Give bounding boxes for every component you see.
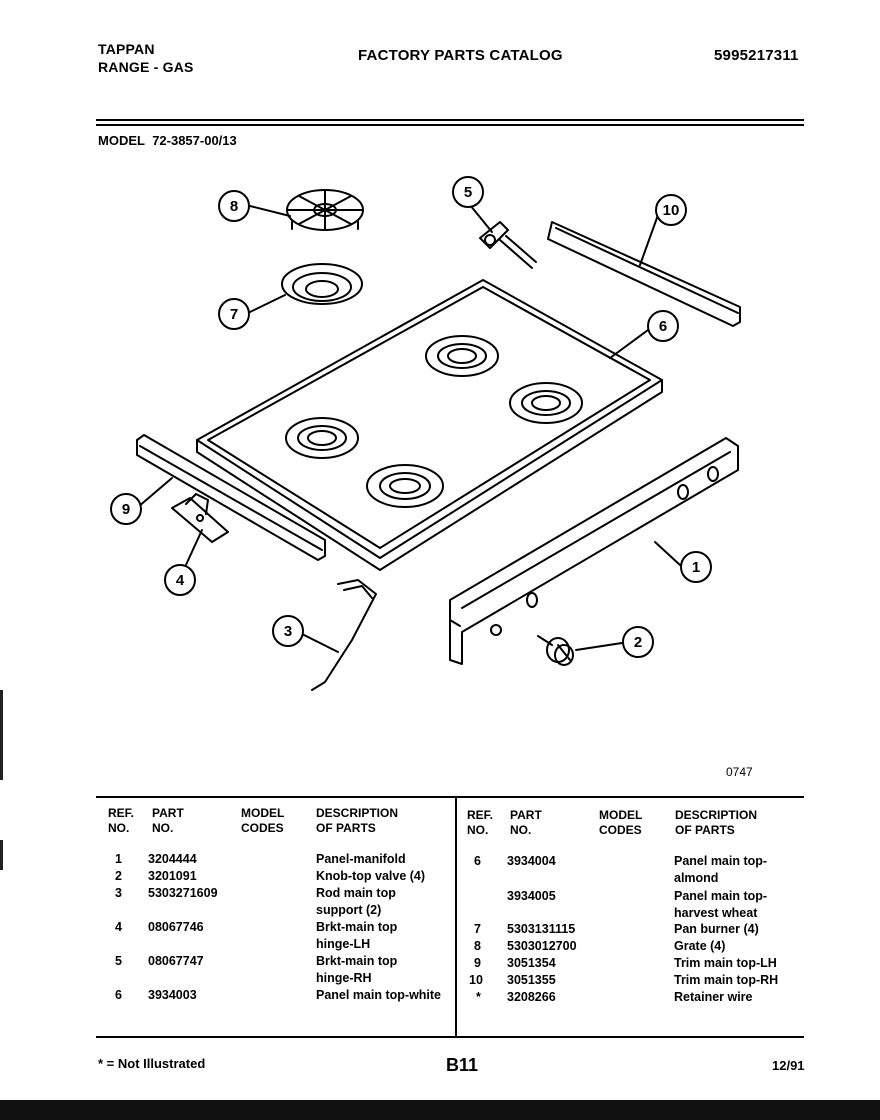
svg-text:4: 4 xyxy=(176,572,185,589)
rod-support-part xyxy=(311,579,377,691)
svg-text:3: 3 xyxy=(284,623,292,640)
product-type: RANGE - GAS xyxy=(98,59,194,75)
scan-edge-mark xyxy=(0,840,3,870)
ref-no: 7 xyxy=(474,922,481,936)
part-description: Panel main top-white xyxy=(316,988,442,1002)
ref-no: 9 xyxy=(474,956,481,970)
model-number: 72-3857-00/13 xyxy=(152,133,237,148)
callout-8: 8 xyxy=(218,190,250,222)
catalog-title: FACTORY PARTS CATALOG xyxy=(358,47,563,64)
ref-no: 2 xyxy=(115,869,122,883)
callout-6: 6 xyxy=(647,310,679,342)
callout-7: 7 xyxy=(218,298,250,330)
header-rule-bottom xyxy=(96,124,804,126)
part-description: Trim main top-LH xyxy=(674,956,777,970)
hinge-lh-part xyxy=(171,493,229,543)
page-number: B11 xyxy=(446,1055,479,1075)
svg-text:8: 8 xyxy=(230,198,238,215)
model-line: MODEL 72-3857-00/13 xyxy=(98,133,237,148)
knob-part xyxy=(537,635,574,666)
scan-bottom-band xyxy=(0,1100,880,1120)
svg-text:9: 9 xyxy=(122,501,130,518)
svg-text:7: 7 xyxy=(230,306,238,323)
table-center-divider xyxy=(455,797,457,1037)
brand-name: TAPPAN xyxy=(98,41,155,57)
table-bottom-rule xyxy=(96,1036,804,1038)
catalog-number: 5995217311 xyxy=(714,47,799,64)
part-no: 3934005 xyxy=(507,889,556,903)
callout-5: 5 xyxy=(452,176,484,208)
part-description: Trim main top-RH xyxy=(674,973,779,987)
callout-4: 4 xyxy=(164,564,196,596)
part-no: 3934004 xyxy=(507,854,556,868)
svg-text:1: 1 xyxy=(692,559,700,576)
svg-text:5: 5 xyxy=(464,184,472,201)
part-no: 3204444 xyxy=(148,852,197,866)
trim-lh-part xyxy=(136,434,326,561)
part-no: 3934003 xyxy=(148,988,197,1002)
trim-rh-part xyxy=(547,221,741,327)
main-top-panel-part xyxy=(196,279,663,571)
burner-pan-part xyxy=(281,263,363,305)
part-description: Grate (4) xyxy=(674,939,726,953)
part-description: Retainer wire xyxy=(674,990,753,1004)
ref-no: * xyxy=(476,990,481,1004)
svg-text:6: 6 xyxy=(659,318,667,335)
callout-10: 10 xyxy=(655,194,687,226)
part-description: Brkt-main top hinge-RH xyxy=(316,954,398,985)
grate-part xyxy=(286,189,364,231)
part-description: Brkt-main top hinge-LH xyxy=(316,920,398,951)
ref-no: 10 xyxy=(469,973,483,987)
ref-no: 8 xyxy=(474,939,481,953)
part-no: 5303271609 xyxy=(148,886,218,900)
header-rule-top xyxy=(96,119,804,121)
ref-no: 5 xyxy=(115,954,122,968)
ref-no: 6 xyxy=(474,854,481,868)
part-description: Panel main top-harvest wheat xyxy=(674,889,768,920)
part-description: Pan burner (4) xyxy=(674,922,759,936)
callout-2: 2 xyxy=(622,626,654,658)
hinge-rh-part xyxy=(479,221,537,269)
part-description: Rod main top support (2) xyxy=(316,886,396,917)
ref-no: 6 xyxy=(115,988,122,1002)
svg-text:10: 10 xyxy=(663,202,680,219)
callout-1: 1 xyxy=(680,551,712,583)
part-description: Panel-manifold xyxy=(316,852,406,866)
left-ref-header: REF.NO. xyxy=(108,806,135,835)
part-no: 3051354 xyxy=(507,956,556,970)
manifold-panel-part xyxy=(449,437,739,665)
part-no: 5303131115 xyxy=(507,922,576,936)
ref-no: 4 xyxy=(115,920,122,934)
ref-no: 3 xyxy=(115,886,122,900)
part-no: 3208266 xyxy=(507,990,556,1004)
callout-9: 9 xyxy=(110,493,142,525)
callout-3: 3 xyxy=(272,615,304,647)
part-description: Panel main top-almond xyxy=(674,854,768,885)
svg-text:2: 2 xyxy=(634,634,642,651)
scan-edge-mark xyxy=(0,690,3,780)
right-ref-header: REF.NO. xyxy=(467,808,494,837)
revision-date: 12/91 xyxy=(772,1058,805,1073)
part-no: 3051355 xyxy=(507,973,556,987)
part-no: 08067747 xyxy=(148,954,204,968)
exploded-parts-diagram: 8 7 5 10 6 9 4 3 1 2 xyxy=(110,176,741,691)
part-description: Knob-top valve (4) xyxy=(316,869,426,883)
ref-no: 1 xyxy=(115,852,122,866)
part-no: 08067746 xyxy=(148,920,204,934)
part-no: 3201091 xyxy=(148,869,197,883)
table-top-rule xyxy=(96,796,804,798)
not-illustrated-note: * = Not Illustrated xyxy=(98,1056,206,1071)
model-label: MODEL xyxy=(98,133,145,148)
part-no: 5303012700 xyxy=(507,939,577,953)
diagram-code: 0747 xyxy=(726,765,753,779)
